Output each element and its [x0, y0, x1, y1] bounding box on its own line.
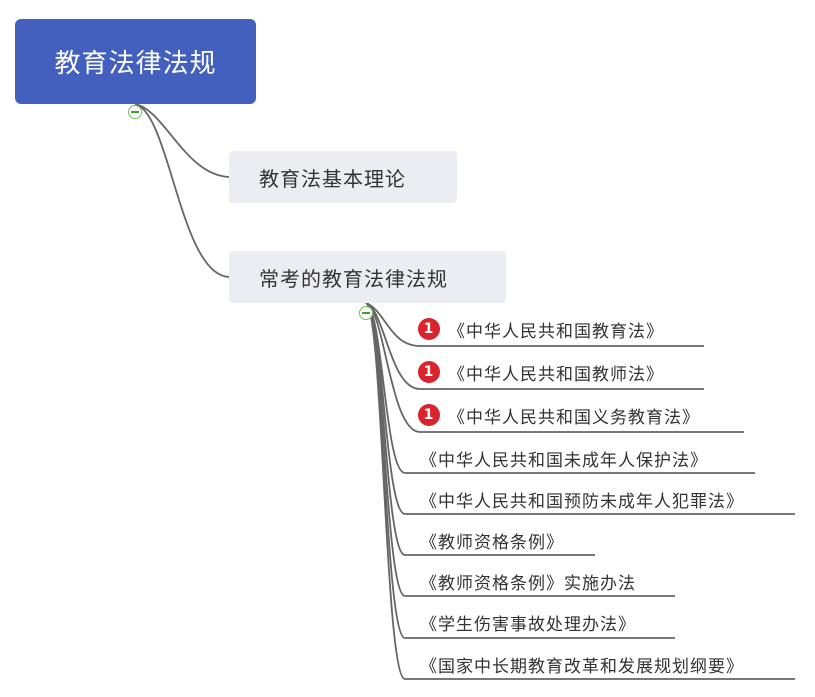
connector-leaf-8: [365, 302, 795, 680]
priority-1-icon: 1: [418, 318, 440, 340]
leaf-node[interactable]: 1 《中华人民共和国教育法》: [418, 314, 664, 344]
leaf-node[interactable]: 《中华人民共和国预防未成年人犯罪法》: [420, 484, 744, 514]
connector-root-branch-0: [134, 103, 230, 178]
leaf-label: 《学生伤害事故处理办法》: [420, 614, 636, 635]
collapse-toggle-root[interactable]: [128, 105, 142, 119]
branch-node-label: 常考的教育法律法规: [259, 266, 448, 291]
branch-node-label: 教育法基本理论: [259, 166, 406, 191]
priority-1-icon: 1: [418, 361, 440, 383]
branch-node-theory[interactable]: 教育法基本理论: [229, 151, 457, 203]
leaf-label: 《教师资格条例》实施办法: [420, 573, 636, 594]
leaf-node[interactable]: 《学生伤害事故处理办法》: [420, 607, 636, 637]
priority-1-icon: 1: [418, 404, 440, 426]
leaf-label: 《国家中长期教育改革和发展规划纲要》: [420, 656, 744, 677]
leaf-label: 《中华人民共和国教育法》: [448, 321, 664, 342]
leaf-label: 《教师资格条例》: [420, 532, 564, 553]
collapse-toggle-common-laws[interactable]: [359, 306, 373, 320]
leaf-node[interactable]: 《教师资格条例》: [420, 525, 564, 555]
branch-node-common-laws[interactable]: 常考的教育法律法规: [229, 251, 506, 303]
leaf-node[interactable]: 1 《中华人民共和国义务教育法》: [418, 400, 700, 430]
leaf-node[interactable]: 《国家中长期教育改革和发展规划纲要》: [420, 649, 744, 679]
root-node-label: 教育法律法规: [54, 49, 217, 79]
leaf-label: 《中华人民共和国教师法》: [448, 364, 664, 385]
leaf-label: 《中华人民共和国义务教育法》: [448, 407, 700, 428]
root-node[interactable]: 教育法律法规: [15, 19, 256, 104]
leaf-node[interactable]: 《教师资格条例》实施办法: [420, 566, 636, 596]
leaf-label: 《中华人民共和国预防未成年人犯罪法》: [420, 491, 744, 512]
connector-leaf-0: [365, 302, 704, 347]
leaf-label: 《中华人民共和国未成年人保护法》: [420, 450, 708, 471]
leaf-node[interactable]: 1 《中华人民共和国教师法》: [418, 357, 664, 387]
leaf-node[interactable]: 《中华人民共和国未成年人保护法》: [420, 443, 708, 473]
connector-root-branch-1: [134, 103, 230, 278]
